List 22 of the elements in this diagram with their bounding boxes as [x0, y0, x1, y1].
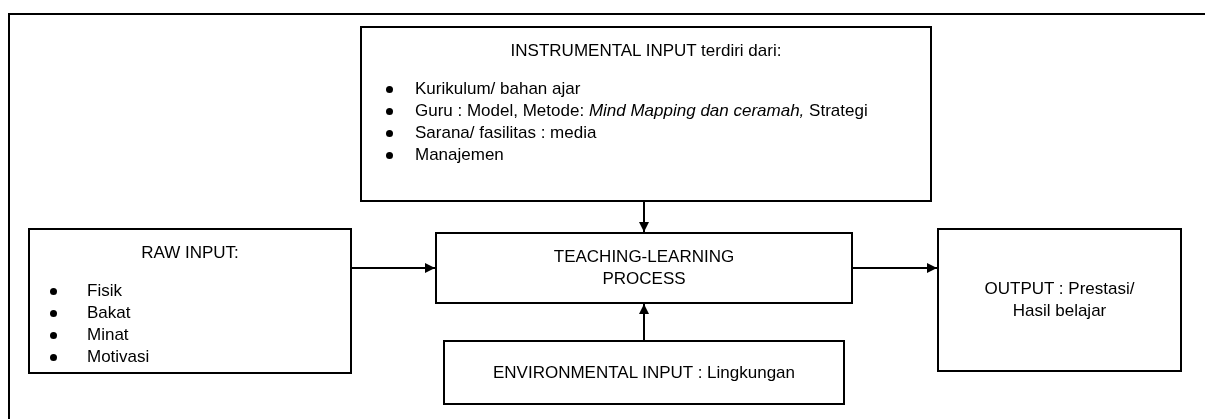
- box-label: TEACHING-LEARNING PROCESS: [552, 246, 736, 290]
- box-label: ENVIRONMENTAL INPUT : Lingkungan: [493, 361, 795, 384]
- process-box: [435, 232, 853, 304]
- list-item: Guru : Model, Metode: Mind Mapping dan ceramah, Strategi: [415, 100, 868, 122]
- list-item: Kurikulum/ bahan ajar: [415, 78, 581, 100]
- list-item: Fisik: [87, 280, 122, 302]
- list-item: Minat: [87, 324, 129, 346]
- arrow: [852, 263, 938, 273]
- list-item: Sarana/ fasilitas : media: [415, 122, 597, 144]
- box-label: OUTPUT : Prestasi/ Hasil belajar: [984, 278, 1135, 322]
- process-box: [360, 26, 932, 202]
- box-heading: INSTRUMENTAL INPUT terdiri dari:: [509, 40, 783, 62]
- process-box: [28, 228, 352, 374]
- list-item: Bakat: [87, 302, 131, 324]
- box-heading: RAW INPUT:: [140, 242, 240, 264]
- arrow: [351, 263, 436, 273]
- arrow: [639, 201, 649, 233]
- list-item: Manajemen: [415, 144, 504, 166]
- process-box: [443, 340, 845, 405]
- process-box: [937, 228, 1182, 372]
- list-item: Motivasi: [87, 346, 150, 368]
- arrow: [639, 303, 649, 341]
